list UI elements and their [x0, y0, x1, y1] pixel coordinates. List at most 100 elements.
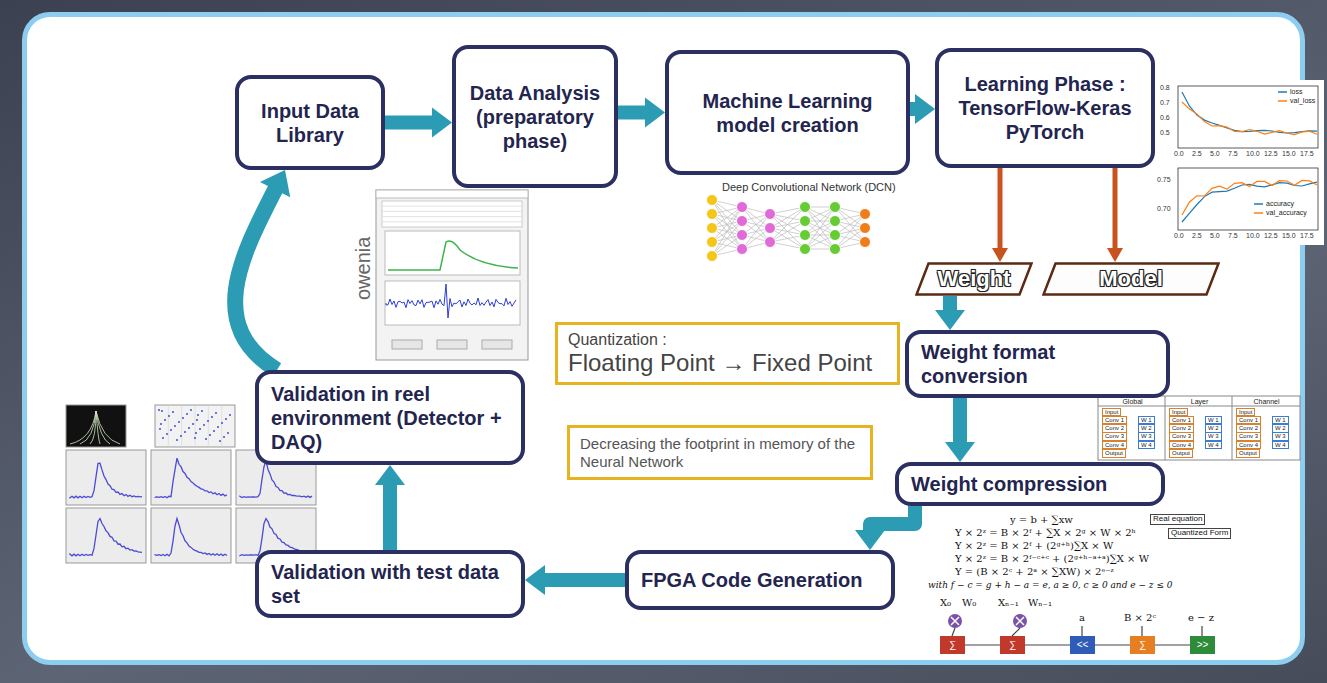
- parallelogram-shape: [917, 264, 1032, 295]
- pulse-trace: [70, 463, 142, 498]
- neuron: [800, 202, 811, 213]
- table-cell: Conv 4: [1236, 441, 1261, 450]
- tick-label: 10.0: [1246, 150, 1260, 158]
- data-dot: [192, 423, 194, 425]
- arrow-head: [915, 94, 935, 124]
- neuron: [830, 244, 841, 255]
- equation-tag: Quantized Form: [1168, 528, 1231, 539]
- data-dot: [225, 418, 227, 420]
- flow-arrow: [235, 170, 290, 370]
- node-text: Input Data Library: [251, 99, 369, 147]
- network-link: [770, 221, 805, 242]
- data-dot: [217, 426, 219, 428]
- data-dot: [199, 428, 201, 430]
- table-row: [382, 216, 522, 217]
- data-dot: [197, 414, 199, 416]
- data-dot: [162, 437, 164, 439]
- data-dot: [158, 409, 160, 411]
- table-row: [382, 211, 522, 212]
- table-row: [382, 206, 522, 207]
- legend-sample: [1278, 91, 1287, 93]
- parallelogram-shape: [1044, 264, 1219, 295]
- arrow-head: [945, 442, 975, 462]
- tick-label: 0.0: [1174, 150, 1184, 158]
- table-cell: W 1: [1138, 416, 1155, 425]
- network-link: [805, 207, 835, 249]
- neuron: [765, 237, 776, 248]
- thumbnail-frame: [66, 508, 146, 563]
- training-curve: [1182, 182, 1317, 222]
- table-cell: Input: [1102, 408, 1121, 417]
- flow-arrow: [910, 94, 935, 124]
- signal-name: e − z: [1188, 612, 1214, 623]
- data-dot: [172, 411, 174, 413]
- arrow-line: [385, 116, 434, 130]
- screenshot-window: [376, 190, 528, 360]
- node-subtext: Floating Point → Fixed Point: [568, 349, 887, 377]
- node-text: Decreasing the footprint in memory of th…: [580, 435, 860, 470]
- neuron: [737, 216, 748, 227]
- legend-sample: [1254, 203, 1263, 205]
- neuron: [737, 244, 748, 255]
- arrow-head: [525, 565, 545, 595]
- tick-label: 10.0: [1246, 232, 1260, 240]
- signal-name: a: [1079, 612, 1085, 623]
- table-area: [382, 201, 522, 227]
- plot-frame: [385, 231, 520, 275]
- neuron: [737, 202, 748, 213]
- node-text: Model: [1060, 266, 1202, 292]
- data-dot: [229, 414, 231, 416]
- grid-line: [195, 405, 196, 447]
- neuron: [737, 230, 748, 241]
- tick-label: 17.5: [1300, 232, 1314, 240]
- neuron: [830, 216, 841, 227]
- node-text: Weight format conversion: [921, 340, 1154, 388]
- arrow-head: [645, 98, 665, 128]
- data-dot: [211, 416, 213, 418]
- signal-name: Wₙ₋₁: [1028, 597, 1052, 608]
- data-dot: [213, 430, 215, 432]
- block-symbol: ∑: [1130, 639, 1155, 650]
- grid-line: [181, 405, 182, 447]
- process-box: Learning Phase : TensorFlow-Keras PyTorc…: [935, 48, 1155, 168]
- data-dot: [182, 417, 184, 419]
- table-header: Global: [1100, 398, 1165, 406]
- arrow-head: [855, 530, 885, 550]
- table-cell: W 1: [1272, 416, 1289, 425]
- table-cell: Output: [1102, 449, 1126, 458]
- tick-label: 2.5: [1192, 232, 1202, 240]
- grid-line: [221, 405, 222, 447]
- data-dot: [161, 410, 163, 412]
- training-curve: [1182, 92, 1317, 133]
- data-dot: [160, 423, 162, 425]
- figure-title: Deep Convolutional Network (DCN): [722, 181, 896, 193]
- neuron: [860, 209, 871, 220]
- table-cell: W 2: [1272, 424, 1289, 433]
- equation-note: with f − c = g + h − a = e, a ≥ 0, c ≥ 0…: [928, 581, 1173, 591]
- node-text: Data Analysis (preparatory phase): [468, 81, 602, 153]
- flow-arrow: [385, 108, 452, 138]
- table-cell: Conv 1: [1236, 416, 1261, 425]
- table-cell: W 3: [1205, 432, 1222, 441]
- table-cell: W 2: [1205, 424, 1222, 433]
- table-cell: Conv 2: [1236, 424, 1261, 433]
- button: [482, 340, 512, 349]
- fan-curve: [90, 411, 96, 444]
- arrow-line: [383, 483, 397, 550]
- table-line: [1098, 406, 1300, 407]
- tick-label: 0.75: [1157, 176, 1171, 184]
- neuron: [860, 223, 871, 234]
- table-cell: Conv 1: [1102, 416, 1127, 425]
- data-parallelogram: Model: [1042, 262, 1220, 296]
- data-dot: [195, 432, 197, 434]
- tick-label: 0.6: [1160, 114, 1170, 122]
- table-cell: Conv 3: [1169, 432, 1194, 441]
- button: [437, 340, 467, 349]
- data-dot: [196, 419, 198, 421]
- pulse-trace: [155, 458, 227, 498]
- button: [392, 340, 422, 349]
- fan-curve: [96, 411, 120, 444]
- equation-tag: Real equation: [1150, 514, 1205, 525]
- table-cell: W 3: [1272, 432, 1289, 441]
- tick-label: 0.8: [1160, 84, 1170, 92]
